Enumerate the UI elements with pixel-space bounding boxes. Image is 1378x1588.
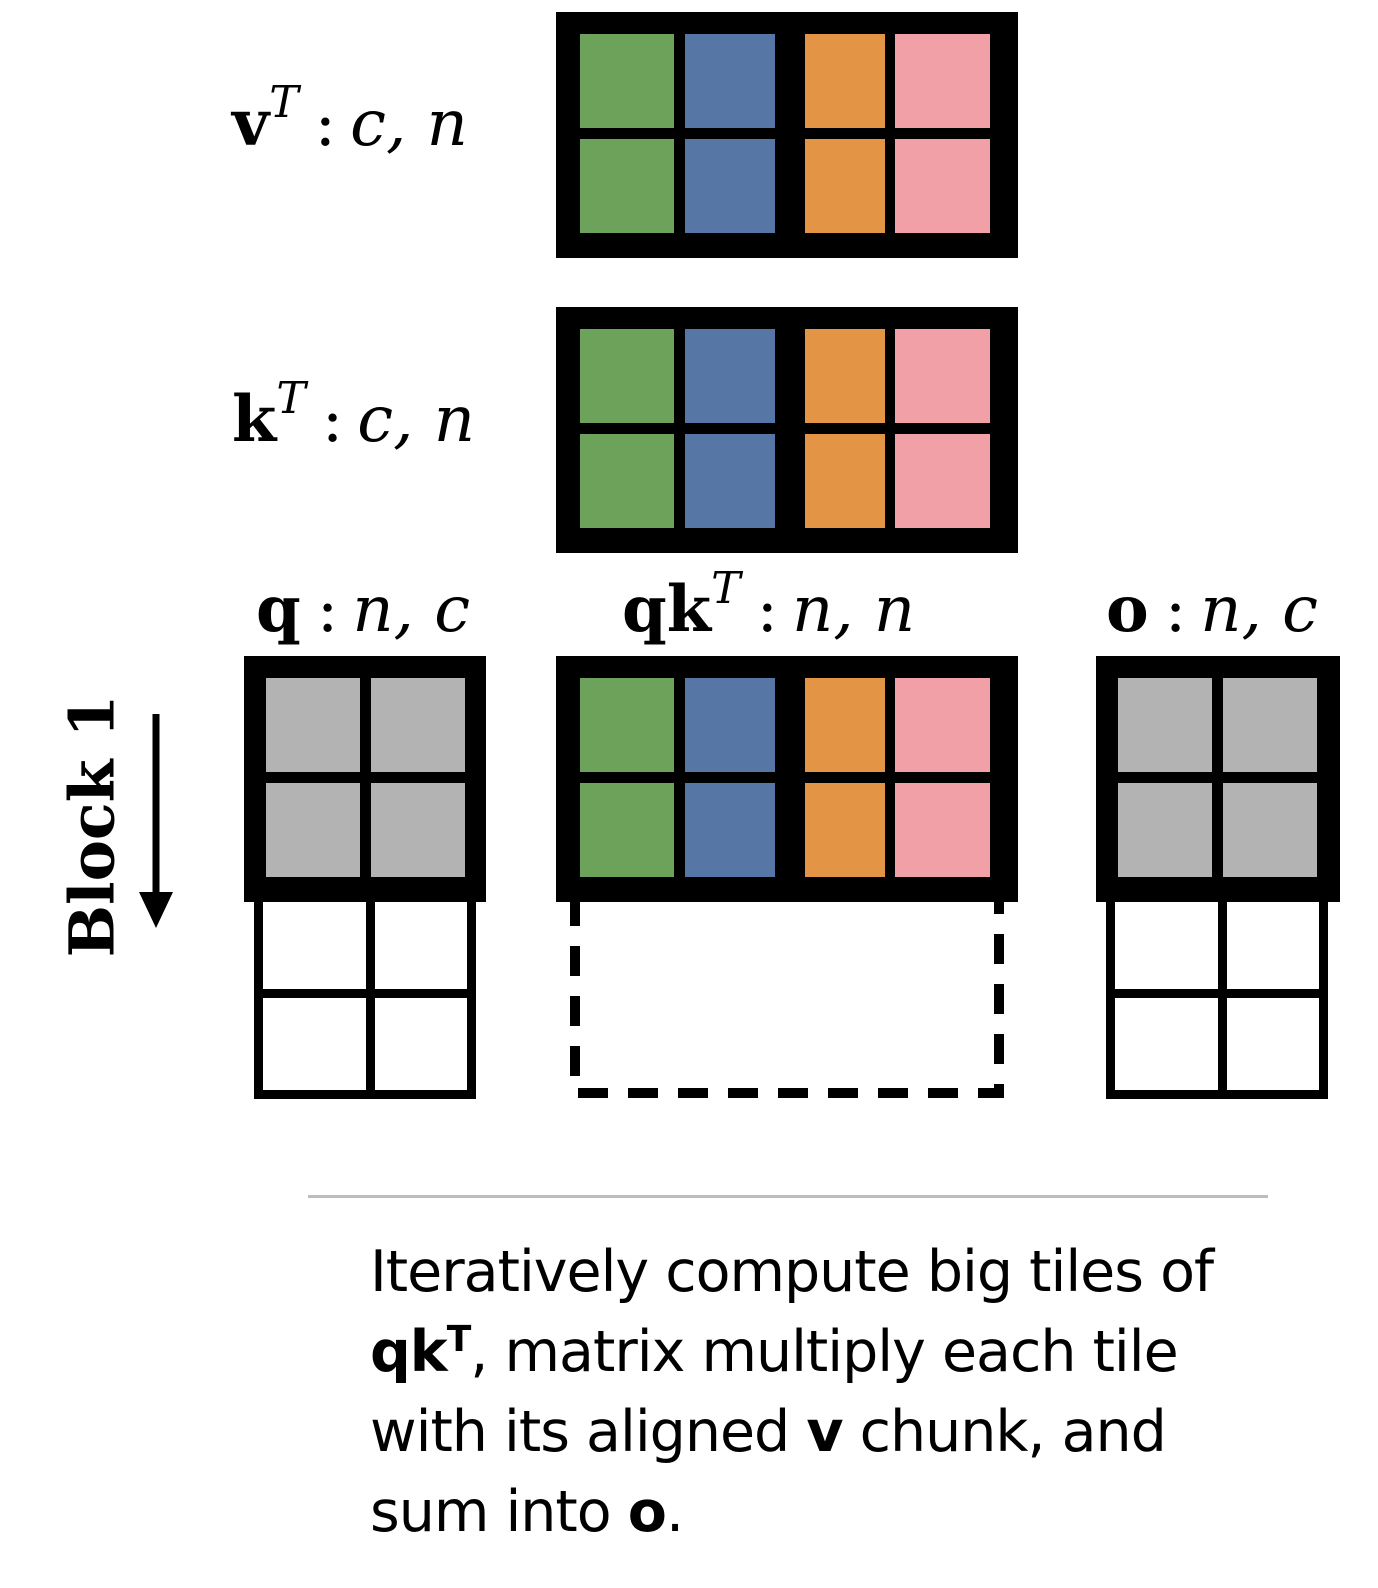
down-arrow-icon bbox=[139, 714, 173, 928]
v-colon: : bbox=[314, 87, 337, 161]
o-label: o:n, c bbox=[1106, 578, 1318, 643]
qk-tile-orange-bottom bbox=[805, 783, 885, 877]
caption-part-3: with its aligned bbox=[370, 1399, 807, 1465]
k-transpose-matrix bbox=[556, 307, 1018, 553]
q-colon: : bbox=[316, 573, 339, 647]
v-tile-pink-bottom bbox=[895, 139, 990, 233]
o-tile-gray-bottom-left bbox=[1118, 783, 1212, 877]
qk-colon: : bbox=[756, 573, 779, 647]
qk-tile-green-top bbox=[580, 678, 674, 772]
k-transpose-superscript: T bbox=[276, 372, 306, 424]
o-dims: n, c bbox=[1200, 573, 1318, 647]
o-tile-gray-top-right bbox=[1223, 678, 1317, 772]
o-next-grid-hline bbox=[1115, 989, 1319, 998]
qk-symbol: qk bbox=[622, 572, 712, 647]
o-colon: : bbox=[1164, 573, 1187, 647]
qk-tile-pink-bottom bbox=[895, 783, 990, 877]
q-tile-gray-top-right bbox=[371, 678, 465, 772]
caption-qk-symbol: qk bbox=[370, 1319, 448, 1385]
v-symbol: v bbox=[232, 86, 270, 161]
v-dims: c, n bbox=[350, 87, 468, 161]
k-transpose-label: kT:c, n bbox=[232, 376, 475, 452]
caption-o-symbol: o bbox=[627, 1479, 667, 1545]
k-tile-green-top bbox=[580, 329, 674, 423]
k-tile-orange-top bbox=[805, 329, 885, 423]
qk-tile-blue-bottom bbox=[685, 783, 775, 877]
k-colon: : bbox=[321, 383, 344, 457]
caption-text: Iteratively compute big tiles of qkT, ma… bbox=[370, 1232, 1310, 1552]
k-tile-blue-bottom bbox=[685, 434, 775, 528]
o-matrix-block-1 bbox=[1096, 656, 1340, 902]
qk-tile-pink-top bbox=[895, 678, 990, 772]
v-transpose-superscript: T bbox=[269, 76, 299, 128]
o-next-grid-vline bbox=[1218, 902, 1227, 1090]
q-tile-gray-bottom-right bbox=[371, 783, 465, 877]
v-tile-pink-top bbox=[895, 34, 990, 128]
k-tile-orange-bottom bbox=[805, 434, 885, 528]
qk-dims: n, n bbox=[792, 573, 916, 647]
v-transpose-label: vT:c, n bbox=[232, 80, 468, 156]
q-symbol: q bbox=[256, 572, 301, 647]
v-tile-green-top bbox=[580, 34, 674, 128]
qk-tile-blue-top bbox=[685, 678, 775, 772]
caption-part-4: chunk, and bbox=[842, 1399, 1167, 1465]
qk-tile-orange-top bbox=[805, 678, 885, 772]
q-tile-gray-bottom-left bbox=[266, 783, 360, 877]
q-matrix-block-1 bbox=[244, 656, 486, 902]
qk-transpose-next-block-placeholder bbox=[570, 896, 1004, 1098]
k-dims: c, n bbox=[357, 383, 476, 457]
q-label: q:n, c bbox=[256, 578, 470, 643]
v-tile-blue-bottom bbox=[685, 139, 775, 233]
v-tile-orange-top bbox=[805, 34, 885, 128]
k-tile-pink-top bbox=[895, 329, 990, 423]
caption-part-5: sum into bbox=[370, 1479, 628, 1545]
caption-part-6: . bbox=[665, 1479, 684, 1545]
o-matrix-next-block bbox=[1106, 893, 1328, 1099]
q-next-grid-vline bbox=[366, 902, 375, 1090]
o-tile-gray-bottom-right bbox=[1223, 783, 1317, 877]
q-dims: n, c bbox=[352, 573, 471, 647]
v-tile-green-bottom bbox=[580, 139, 674, 233]
qk-transpose-label: qkT:n, n bbox=[622, 566, 915, 642]
q-matrix-next-block bbox=[254, 893, 476, 1099]
caption-v-symbol: v bbox=[806, 1399, 843, 1465]
k-tile-green-bottom bbox=[580, 434, 674, 528]
caption-part-2: , matrix multiply each tile bbox=[470, 1319, 1178, 1385]
block-1-label: Block 1 bbox=[55, 694, 129, 958]
k-tile-blue-top bbox=[685, 329, 775, 423]
k-symbol: k bbox=[232, 382, 277, 457]
caption-qk-superscript: T bbox=[446, 1319, 472, 1360]
caption-part-1: Iteratively compute big tiles of bbox=[370, 1239, 1214, 1305]
qk-tile-green-bottom bbox=[580, 783, 674, 877]
v-transpose-matrix bbox=[556, 12, 1018, 258]
o-symbol: o bbox=[1106, 572, 1149, 647]
qk-transpose-matrix-block-1 bbox=[556, 656, 1018, 902]
caption-divider bbox=[308, 1195, 1268, 1198]
o-tile-gray-top-left bbox=[1118, 678, 1212, 772]
q-tile-gray-top-left bbox=[266, 678, 360, 772]
v-tile-orange-bottom bbox=[805, 139, 885, 233]
qk-transpose-superscript: T bbox=[711, 562, 741, 614]
v-tile-blue-top bbox=[685, 34, 775, 128]
q-next-grid-hline bbox=[263, 989, 467, 998]
k-tile-pink-bottom bbox=[895, 434, 990, 528]
